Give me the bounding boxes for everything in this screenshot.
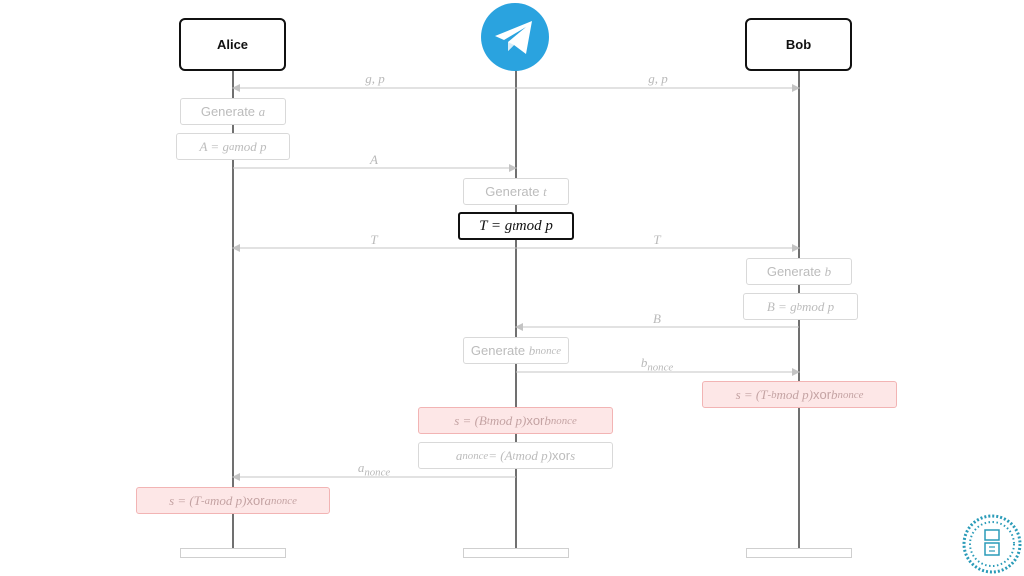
xor: xor	[526, 413, 545, 428]
mid: mod p)	[776, 386, 813, 402]
bob-footer	[746, 548, 852, 558]
lhs: B = g	[766, 298, 797, 314]
pre: s = (B	[454, 412, 487, 428]
anonce-var: a	[357, 460, 365, 475]
word: Generate	[766, 264, 822, 279]
var: a	[264, 492, 272, 508]
label-T-right: T	[653, 232, 661, 247]
bob-actor: Bob	[745, 18, 852, 71]
sub: nonce	[535, 344, 562, 357]
pre: s = (T	[169, 492, 201, 508]
var: s	[570, 447, 576, 463]
telegram-icon	[481, 3, 549, 71]
mid: mod p)	[489, 412, 527, 428]
mid: mod p)	[210, 492, 247, 508]
xor: xor	[812, 387, 832, 402]
box-generate-b: Generate b	[746, 258, 852, 285]
var: b	[544, 412, 551, 428]
var: b	[528, 342, 536, 358]
sub: nonce	[550, 414, 577, 427]
rest: mod p	[234, 138, 267, 154]
sup: t	[512, 218, 516, 233]
var: t	[543, 183, 547, 199]
sup: a	[228, 140, 235, 153]
sup: -a	[200, 494, 211, 507]
rest: mod p	[515, 217, 553, 234]
mid1: = (A	[488, 447, 513, 463]
box-generate-a: Generate a	[180, 98, 286, 125]
alice-label: Alice	[216, 37, 249, 52]
alice-actor: Alice	[179, 18, 286, 71]
label-T-left: T	[370, 232, 378, 247]
box-generate-t: Generate t	[463, 178, 569, 205]
rest: mod p	[802, 298, 835, 314]
lhs: A = g	[199, 138, 229, 154]
mid2: mod p)	[515, 447, 552, 463]
sup: -b	[767, 388, 777, 401]
bnonce-var: b	[640, 355, 648, 370]
var: b	[831, 386, 838, 402]
sup: b	[796, 300, 802, 313]
word: Generate	[470, 343, 526, 358]
bob-label: Bob	[785, 37, 812, 52]
circular-stamp-logo-icon	[962, 514, 1022, 574]
anonce-sub: nonce	[364, 466, 391, 479]
var: a	[258, 103, 266, 119]
label-gp-right: g, p	[648, 71, 668, 86]
xor: xor	[552, 448, 571, 463]
label-gp-left: g, p	[365, 71, 385, 86]
alice-footer	[180, 548, 286, 558]
word: Generate	[485, 184, 540, 199]
var: b	[824, 263, 832, 279]
pre: s = (T	[735, 386, 768, 402]
pre: a	[455, 447, 463, 463]
sup: t	[512, 449, 516, 462]
label-anonce: anonce	[358, 460, 390, 479]
lhs: T = g	[479, 217, 513, 234]
word: Generate	[200, 104, 256, 119]
label-B: B	[653, 311, 661, 326]
sub: nonce	[837, 388, 864, 401]
presub: nonce	[462, 449, 489, 462]
sup: t	[486, 414, 490, 427]
bnonce-sub: nonce	[647, 361, 674, 374]
xor: xor	[246, 493, 265, 508]
server-footer	[463, 548, 569, 558]
label-A: A	[370, 152, 378, 167]
label-bnonce: bnonce	[641, 355, 673, 374]
sub: nonce	[271, 494, 297, 507]
